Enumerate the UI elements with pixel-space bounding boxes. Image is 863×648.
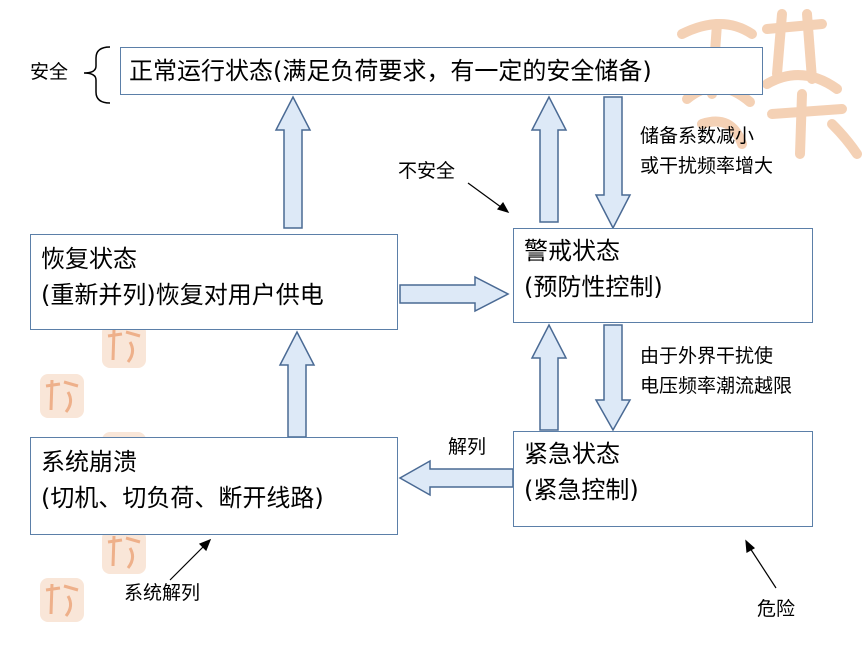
brace-safe [83, 46, 111, 104]
alert-state-title: 警戒状态 [524, 237, 620, 265]
label-safe: 安全 [30, 61, 69, 83]
label-disturb-2: 电压频率潮流越限 [640, 375, 793, 397]
emergency-state-subtitle: (紧急控制) [524, 476, 639, 504]
restore-state-title: 恢复状态 [41, 245, 137, 273]
emergency-state-box: 紧急状态 (紧急控制) [513, 431, 813, 527]
watermark-seal-small [102, 324, 146, 368]
arrow-restore-to-alert [399, 275, 510, 313]
label-reserve-2: 或干扰频率增大 [640, 155, 774, 177]
arrow-normal-to-alert [594, 96, 632, 230]
watermark-seal-small [102, 530, 146, 574]
collapse-state-title: 系统崩溃 [41, 448, 137, 476]
watermark-seal-small [40, 374, 84, 418]
pointer-unsafe [467, 182, 506, 211]
label-split: 解列 [448, 436, 487, 458]
normal-state-label: 正常运行状态(满足负荷要求，有一定的安全储备) [129, 57, 652, 85]
arrow-emergency-to-alert [530, 323, 568, 431]
arrow-restore-to-normal [274, 95, 312, 229]
label-disturb-1: 由于外界干扰使 [640, 345, 774, 367]
normal-state-box: 正常运行状态(满足负荷要求，有一定的安全储备) [120, 47, 763, 95]
watermark-seal-small [40, 578, 84, 622]
collapse-state-subtitle: (切机、切负荷、断开线路) [41, 484, 324, 512]
restore-state-box: 恢复状态 (重新并列)恢复对用户供电 [30, 234, 398, 330]
arrow-alert-to-emergency [594, 324, 632, 432]
collapse-state-box: 系统崩溃 (切机、切负荷、断开线路) [30, 437, 398, 535]
label-unsafe: 不安全 [398, 160, 456, 182]
label-danger: 危险 [757, 598, 796, 620]
label-system-split: 系统解列 [124, 582, 201, 604]
arrow-emergency-to-collapse [398, 459, 514, 497]
emergency-state-title: 紧急状态 [524, 440, 620, 468]
restore-state-subtitle: (重新并列)恢复对用户供电 [41, 281, 324, 309]
arrow-alert-to-normal [530, 95, 568, 223]
label-reserve-1: 储备系数减小 [640, 125, 755, 147]
arrow-collapse-to-restore [278, 330, 316, 438]
alert-state-box: 警戒状态 (预防性控制) [513, 228, 813, 323]
pointer-danger [747, 544, 777, 589]
alert-state-subtitle: (预防性控制) [524, 273, 663, 301]
pointer-system-split [169, 542, 208, 581]
